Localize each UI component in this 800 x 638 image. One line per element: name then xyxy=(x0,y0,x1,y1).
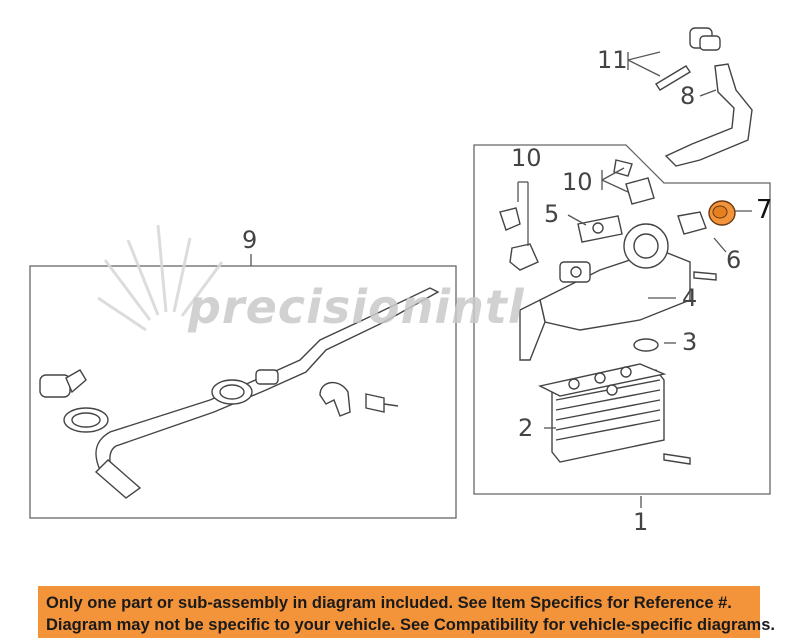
part-2-oil-cooler xyxy=(537,363,667,463)
watermark-text: precisionintl xyxy=(188,280,525,334)
callout-11: 11 xyxy=(597,46,628,74)
callout-1: 1 xyxy=(633,508,649,536)
callout-6: 6 xyxy=(726,246,742,274)
callout-9: 9 xyxy=(242,226,258,254)
frame-1 xyxy=(473,144,771,495)
part-9-hose-assembly xyxy=(39,287,440,499)
part-8-hose xyxy=(664,27,753,167)
notice-banner: Only one part or sub-assembly in diagram… xyxy=(38,586,775,638)
diagram-drawing xyxy=(29,27,771,519)
callout-8: 8 xyxy=(680,82,696,110)
callout-2: 2 xyxy=(518,414,534,442)
notice-line-1: Only one part or sub-assembly in diagram… xyxy=(46,594,732,612)
callout-4: 4 xyxy=(682,284,698,312)
leader-lines xyxy=(250,51,752,508)
part-7-plug xyxy=(708,200,736,226)
callout-5: 5 xyxy=(544,200,560,228)
callout-3: 3 xyxy=(682,328,698,356)
callout-10-right: 10 xyxy=(562,168,593,196)
small-parts xyxy=(499,65,717,465)
callout-10-left: 10 xyxy=(511,144,542,172)
callout-7: 7 xyxy=(756,195,773,225)
part-4-housing xyxy=(519,223,691,361)
frame-9 xyxy=(29,265,457,519)
notice-line-2: Diagram may not be specific to your vehi… xyxy=(46,616,775,634)
watermark-splash xyxy=(97,224,224,332)
